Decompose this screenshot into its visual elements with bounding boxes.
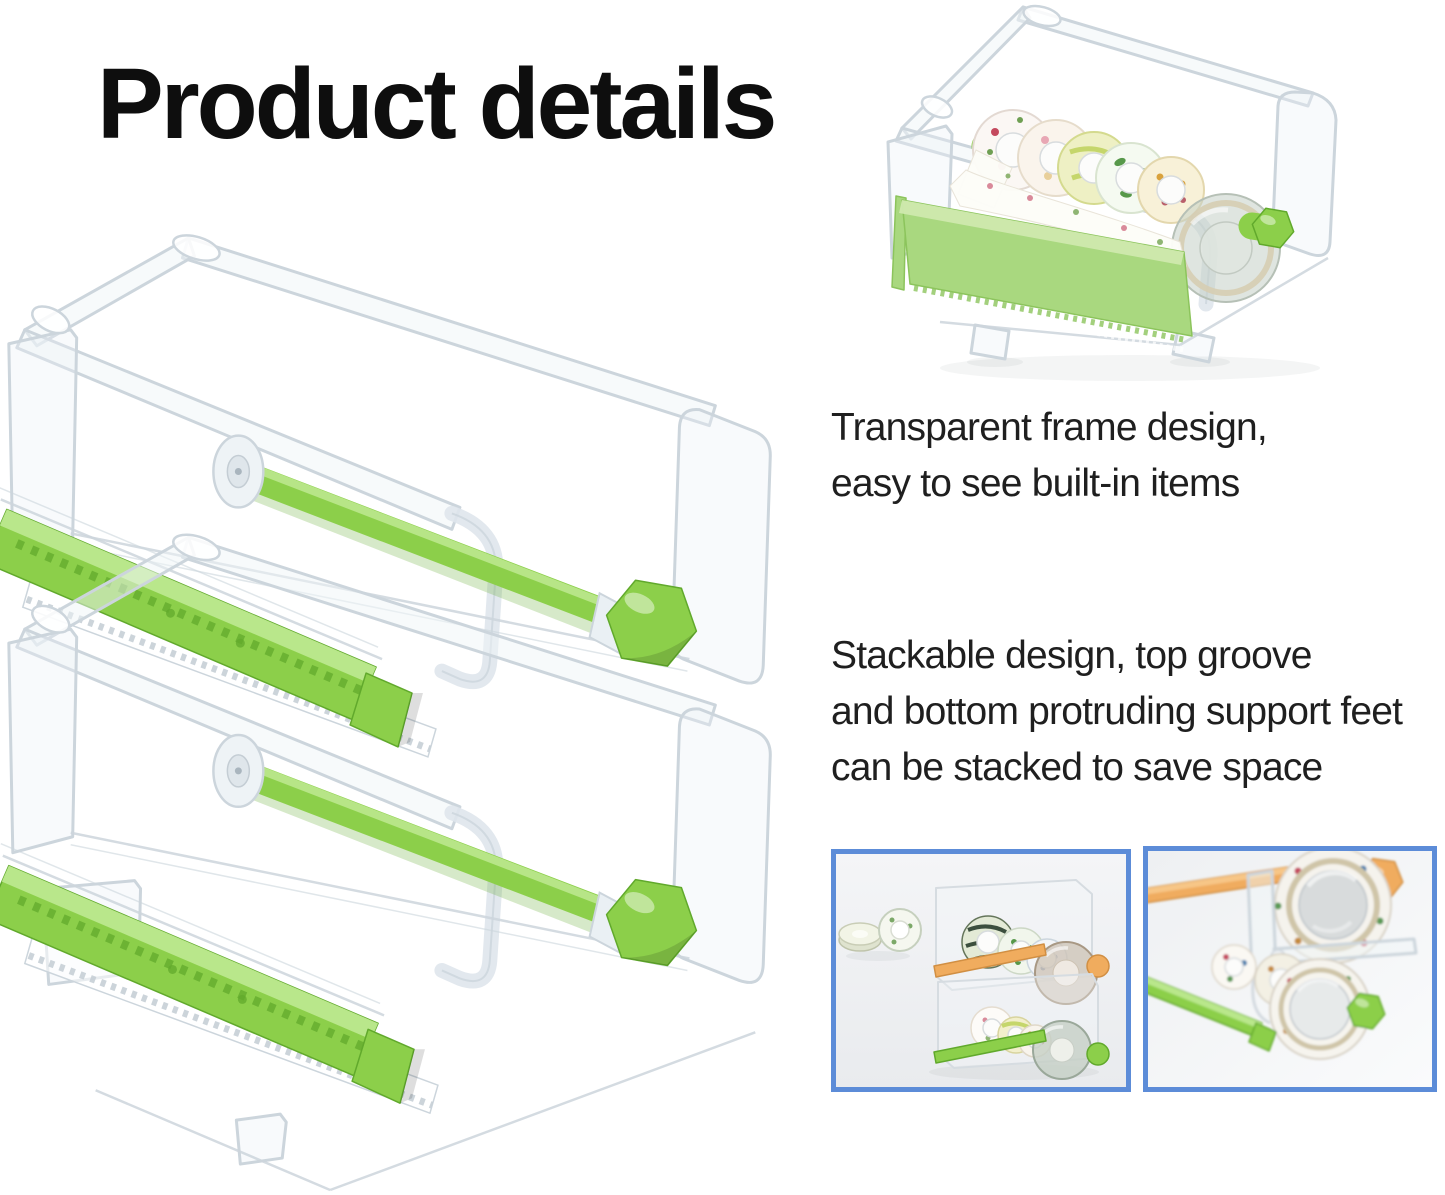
green-knob xyxy=(1086,1042,1110,1066)
dispenser-unit-bottom xyxy=(0,530,770,1192)
green-cutter-bar xyxy=(1148,976,1277,1052)
stacking-closeup-thumb xyxy=(1143,846,1437,1092)
feature-line: Transparent frame design, xyxy=(831,406,1268,449)
stacked-dispensers-thumb xyxy=(831,849,1131,1092)
dispenser-unit-bottom xyxy=(933,973,1110,1080)
page-title: Product details xyxy=(97,48,777,160)
dispenser-unit-top xyxy=(933,879,1110,1005)
cutter-bar xyxy=(891,195,1193,353)
feature-line: Stackable design, top groove xyxy=(831,634,1312,677)
feature-line: easy to see built-in items xyxy=(831,462,1240,505)
feature-text-stackable: Stackable design, top groove and bottom … xyxy=(831,628,1445,796)
stacked-thumb-illustration xyxy=(836,854,1126,1087)
translucent-tape-roll xyxy=(1032,1020,1092,1080)
translucent-tape-roll xyxy=(1269,958,1371,1060)
roller-knob xyxy=(1238,207,1295,249)
translucent-tape-roll xyxy=(1034,941,1098,1005)
washi-tape-roll xyxy=(1211,944,1257,990)
loaded-dispenser-photo xyxy=(880,0,1345,397)
closeup-thumb-illustration xyxy=(1148,851,1432,1087)
green-knob xyxy=(1346,992,1386,1030)
feature-line: can be stacked to save space xyxy=(831,746,1323,789)
washi-tape-roll xyxy=(1137,156,1205,224)
loaded-dispenser-illustration xyxy=(886,4,1338,381)
main-product-photo xyxy=(0,232,810,1195)
cutter-bar xyxy=(0,844,438,1113)
stacked-dispensers-illustration xyxy=(0,232,810,1192)
loose-tape-rolls xyxy=(838,908,922,952)
orange-knob xyxy=(1086,954,1110,978)
orange-cutter-bar xyxy=(933,943,1047,978)
feature-text-transparent: Transparent frame design, easy to see bu… xyxy=(831,400,1371,512)
washi-tape-roll xyxy=(1274,851,1392,964)
green-cutter-bar xyxy=(933,1029,1047,1064)
tape-roller xyxy=(213,735,696,966)
feature-line: and bottom protruding support feet xyxy=(831,690,1403,733)
